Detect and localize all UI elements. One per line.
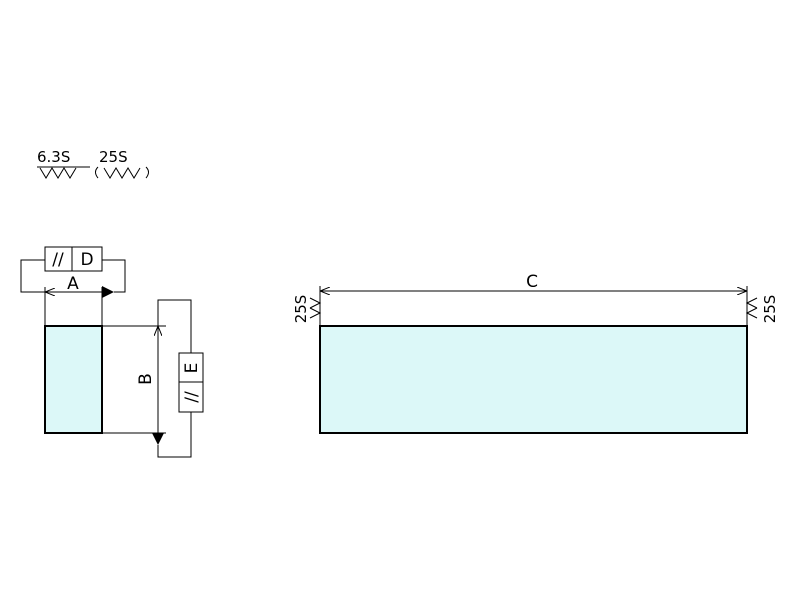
dimension-b: B (102, 325, 166, 445)
left-end-finish-label: 25S (292, 295, 310, 324)
side-view-rectangle (319, 325, 748, 434)
parallelism-symbol-d: // (52, 250, 64, 270)
parallelism-frame-d: // D (20, 246, 126, 293)
right-end-finish-label: 25S (761, 295, 779, 324)
parallelism-frame-e: // E (157, 299, 204, 458)
exception-finish-grade: 25S (99, 148, 128, 166)
datum-triangle-icon (102, 286, 114, 298)
datum-e-label: E (182, 363, 202, 374)
end-view-rectangle (44, 325, 103, 434)
dimension-c: C (319, 272, 748, 326)
dimension-b-label: B (136, 373, 156, 385)
datum-d-label: D (80, 250, 93, 270)
dimension-c-label: C (526, 272, 538, 292)
datum-triangle-icon (152, 433, 164, 445)
dimension-a: A (44, 274, 114, 326)
end-view: A // D B // E (20, 246, 204, 458)
double-triangle-finish-icon (95, 166, 149, 179)
double-triangle-finish-icon (309, 297, 322, 319)
general-finish-grade: 6.3S (37, 148, 70, 166)
side-view: C 25S 25S (292, 272, 779, 434)
surface-finish-note: 6.3S 25S (37, 148, 149, 179)
double-triangle-finish-icon (745, 297, 758, 319)
left-end-finish: 25S (292, 295, 322, 324)
dimension-a-label: A (67, 274, 79, 294)
right-end-finish: 25S (745, 295, 779, 324)
triple-triangle-finish-icon (39, 167, 77, 179)
parallelism-symbol-e: // (182, 391, 202, 403)
